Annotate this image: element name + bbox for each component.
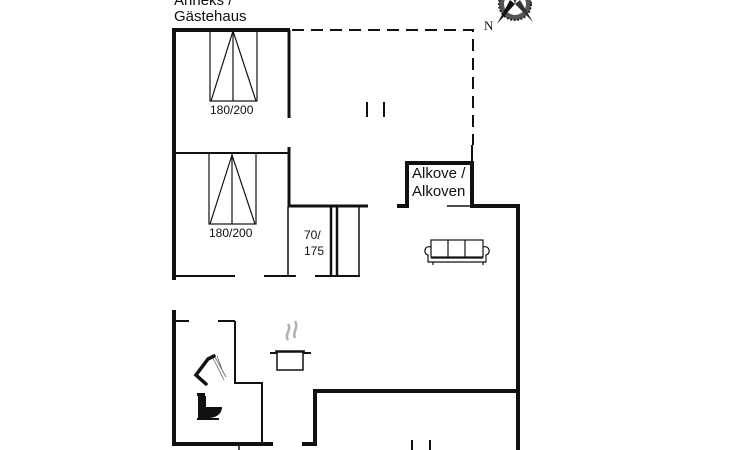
wall xyxy=(234,321,263,444)
building-title-line2: Gästehaus xyxy=(174,8,247,25)
cooking-pot-icon xyxy=(270,320,311,371)
building-title-line1: Anneks / xyxy=(174,0,233,9)
small-bed-size-line2: 175 xyxy=(304,244,325,258)
alcove-label-line2: Alkoven xyxy=(412,183,466,200)
small-bed-size-line1: 70/ xyxy=(304,228,321,242)
bed-icon xyxy=(209,29,258,102)
toilet-icon xyxy=(197,393,222,420)
compass-rose-icon xyxy=(497,0,533,24)
bed-icon xyxy=(208,152,257,225)
alcove-label-line1: Alkove / xyxy=(412,165,466,182)
compass-north-label: N xyxy=(484,18,494,33)
sofa-icon xyxy=(424,239,490,265)
bed-size-label: 180/200 xyxy=(210,103,254,117)
shower-icon xyxy=(193,354,227,386)
terrace-dashed-outline xyxy=(292,29,474,145)
wall xyxy=(302,389,518,446)
bed-size-label: 180/200 xyxy=(209,226,253,240)
